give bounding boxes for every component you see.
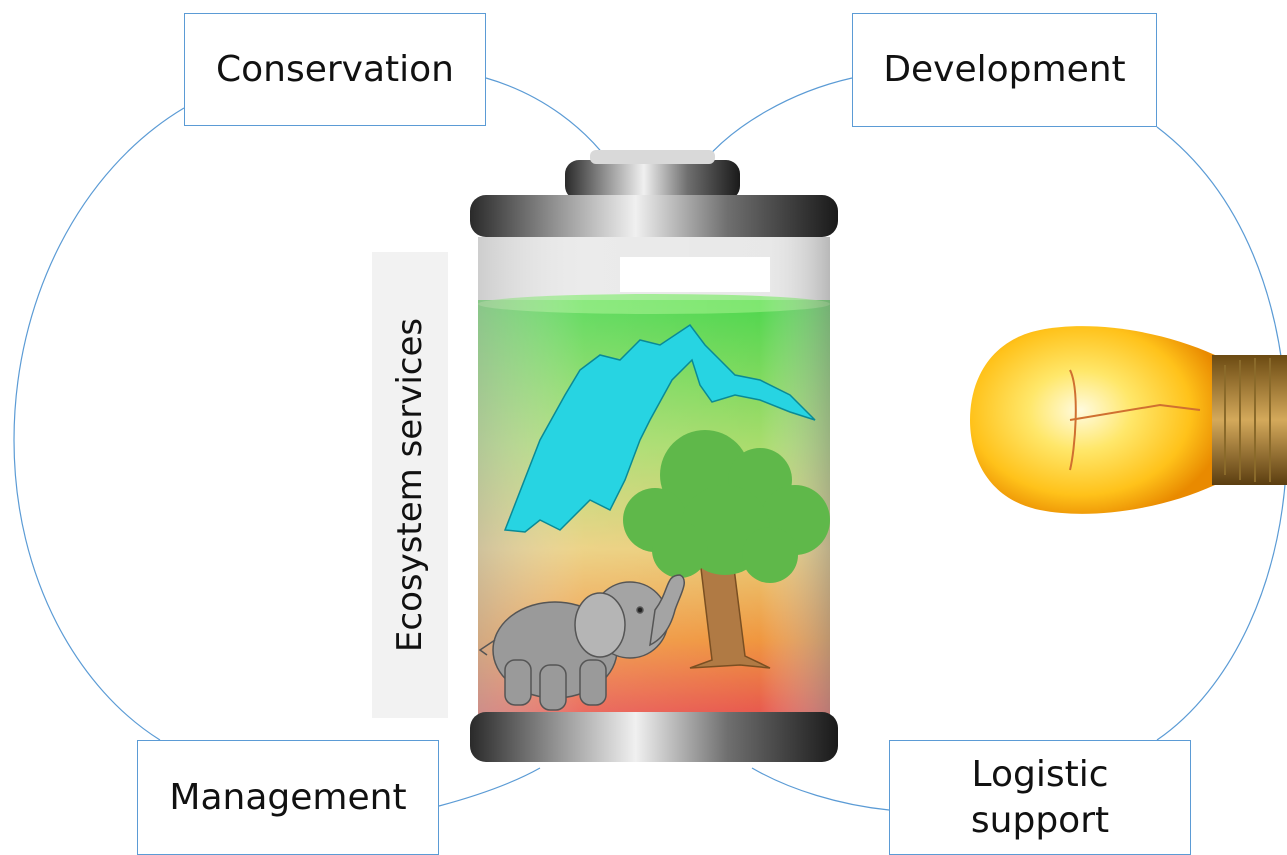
logistic-support-box: Logistic support	[889, 740, 1191, 855]
mountain-icon	[503, 323, 816, 533]
connector-battery-to-management	[438, 767, 541, 807]
logistic-text-line1: Logistic	[971, 753, 1109, 795]
connector-battery-to-logistic	[751, 767, 890, 811]
connector-conservation-to-management	[13, 107, 185, 741]
management-text: Management	[169, 776, 407, 818]
development-box: Development	[852, 13, 1157, 127]
conservation-text: Conservation	[215, 48, 454, 90]
ecosystem-services-label: Ecosystem services	[372, 252, 448, 718]
development-text: Development	[883, 49, 1126, 90]
management-box: Management	[137, 740, 439, 855]
connector-conservation-to-battery	[485, 77, 609, 161]
ecosystem-services-text: Ecosystem services	[390, 317, 430, 653]
tree-icon	[623, 430, 830, 669]
connector-battery-to-development	[704, 77, 853, 161]
logistic-text-line2: support	[970, 799, 1110, 841]
conservation-box: Conservation	[184, 13, 486, 126]
elephant-icon	[478, 574, 685, 711]
light-bulb-icon	[970, 326, 1287, 514]
